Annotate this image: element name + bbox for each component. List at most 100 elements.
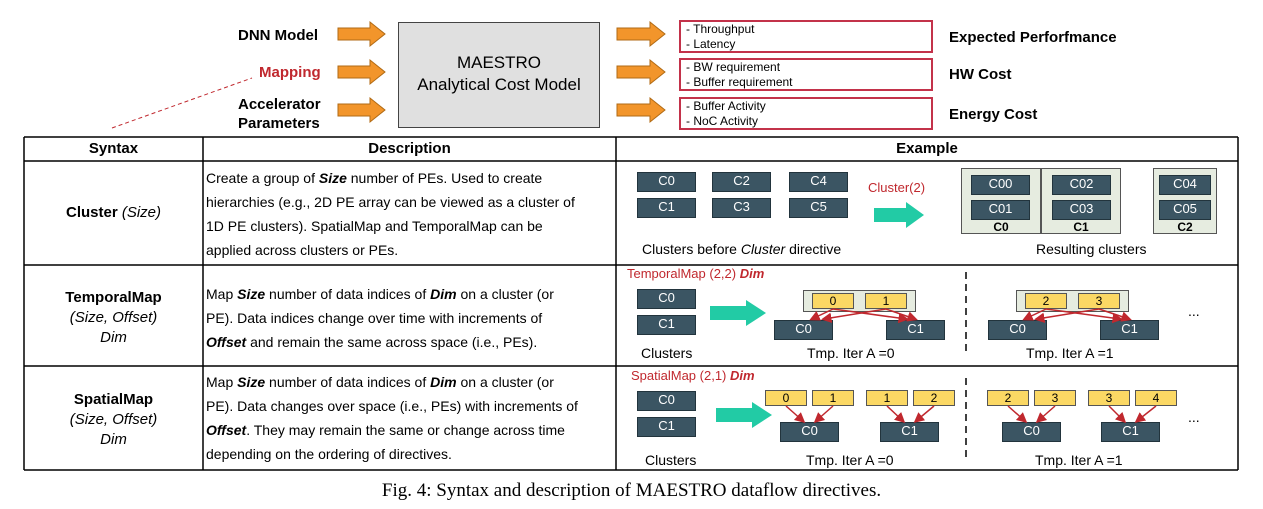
arrow-icon bbox=[616, 96, 666, 124]
desc-line: 1D PE clusters). SpatialMap and Temporal… bbox=[206, 218, 543, 234]
data-index-box: 3 bbox=[1078, 293, 1120, 309]
temporal-caption-iter1: Tmp. Iter A =1 bbox=[1026, 345, 1114, 361]
cluster-box: C4 bbox=[789, 172, 848, 192]
syntax-dim: Dim bbox=[100, 431, 127, 448]
syntax-args: (Size, Offset) bbox=[69, 411, 158, 428]
teal-arrow-icon bbox=[716, 402, 772, 428]
desc-line: Offset. They may remain the same or chan… bbox=[206, 422, 565, 438]
cluster-box: C05 bbox=[1159, 200, 1211, 220]
output-line: - Buffer requirement bbox=[686, 75, 793, 89]
input-parameters: Parameters bbox=[238, 115, 320, 132]
output-line: - Buffer Activity bbox=[686, 99, 766, 113]
cluster-box: C1 bbox=[637, 198, 696, 218]
output-box-performance: - Throughput - Latency bbox=[679, 20, 933, 53]
cluster-box: C1 bbox=[1101, 422, 1160, 442]
syntax-name: TemporalMap bbox=[65, 289, 162, 306]
data-index-box: 3 bbox=[1088, 390, 1130, 406]
data-index-box: 1 bbox=[865, 293, 907, 309]
label-energy-cost: Energy Cost bbox=[949, 106, 1038, 123]
result-group-label: C2 bbox=[1177, 220, 1193, 234]
syntax-args: (Size, Offset) bbox=[69, 309, 158, 326]
output-line: - NoC Activity bbox=[686, 114, 759, 128]
cluster-box: C2 bbox=[712, 172, 771, 192]
syntax-name: Cluster bbox=[65, 204, 118, 221]
desc-line: Map Size number of data indices of Dim o… bbox=[206, 286, 554, 302]
arrow-icon bbox=[337, 96, 386, 124]
desc-line: PE). Data indices change over time with … bbox=[206, 310, 543, 326]
spatial-caption-iter0: Tmp. Iter A =0 bbox=[806, 452, 894, 468]
temporal-caption-iter0: Tmp. Iter A =0 bbox=[807, 345, 895, 361]
output-line: - BW requirement bbox=[686, 60, 781, 74]
ellipsis: ... bbox=[1188, 303, 1200, 319]
header-example: Example bbox=[896, 140, 958, 157]
desc-line: depending on the ordering of directives. bbox=[206, 446, 452, 462]
desc-cluster: Create a group of Size number of PEs. Us… bbox=[206, 166, 614, 262]
ellipsis: ... bbox=[1188, 409, 1200, 425]
data-index-box: 0 bbox=[765, 390, 807, 406]
cluster-box: C00 bbox=[971, 175, 1030, 195]
input-mapping: Mapping bbox=[259, 64, 321, 81]
cluster-box: C0 bbox=[637, 289, 696, 309]
desc-temporalmap: Map Size number of data indices of Dim o… bbox=[206, 282, 614, 354]
cluster-box: C02 bbox=[1052, 175, 1111, 195]
cluster-box: C0 bbox=[988, 320, 1047, 340]
arrow-icon bbox=[337, 58, 386, 86]
model-title: MAESTRO bbox=[456, 53, 542, 72]
desc-line: PE). Data changes over space (i.e., PEs)… bbox=[206, 398, 578, 414]
cluster-box: C1 bbox=[886, 320, 945, 340]
temporal-caption-clusters: Clusters bbox=[641, 345, 693, 361]
cluster-box: C0 bbox=[637, 172, 696, 192]
cluster-box: C0 bbox=[774, 320, 833, 340]
cluster-box: C0 bbox=[780, 422, 839, 442]
syntax-dim: Dim bbox=[100, 329, 127, 346]
input-accelerator: Accelerator bbox=[238, 96, 321, 113]
cluster-directive-label: Cluster(2) bbox=[868, 180, 926, 195]
cluster-box: C3 bbox=[712, 198, 771, 218]
desc-line: hierarchies (e.g., 2D PE array can be vi… bbox=[206, 194, 575, 210]
cluster-caption-before: Clusters before Cluster directive bbox=[642, 241, 842, 257]
arrow-icon bbox=[337, 20, 386, 48]
data-index-box: 2 bbox=[987, 390, 1029, 406]
model-subtitle: Analytical Cost Model bbox=[417, 75, 581, 94]
output-box-hw-cost: - BW requirement - Buffer requirement bbox=[679, 58, 933, 91]
syntax-args: (Size) bbox=[121, 204, 162, 221]
mapping-dashed-line bbox=[111, 77, 253, 129]
cluster-box: C1 bbox=[637, 315, 696, 335]
cluster-box: C1 bbox=[637, 417, 696, 437]
header-syntax: Syntax bbox=[88, 140, 139, 157]
spatial-caption-iter1: Tmp. Iter A =1 bbox=[1035, 452, 1123, 468]
spatial-directive-label: SpatialMap (2,1) Dim bbox=[631, 368, 755, 383]
desc-line: Create a group of Size number of PEs. Us… bbox=[206, 170, 543, 186]
output-line: - Throughput bbox=[686, 22, 755, 36]
syntax-cluster: Cluster (Size) bbox=[24, 203, 203, 223]
data-index-box: 1 bbox=[812, 390, 854, 406]
label-hw-cost: HW Cost bbox=[949, 66, 1012, 83]
result-group-label: C1 bbox=[1073, 220, 1089, 234]
input-dnn-model: DNN Model bbox=[238, 27, 318, 44]
temporal-directive-label: TemporalMap (2,2) Dim bbox=[627, 266, 765, 281]
data-index-box: 3 bbox=[1034, 390, 1076, 406]
figure-caption: Fig. 4: Syntax and description of MAESTR… bbox=[381, 480, 882, 501]
data-index-box: 0 bbox=[812, 293, 854, 309]
maestro-model-box: MAESTRO Analytical Cost Model bbox=[398, 22, 600, 128]
output-line: - Latency bbox=[686, 37, 736, 51]
data-index-box: 4 bbox=[1135, 390, 1177, 406]
label-expected-performance: Expected Perforfmance bbox=[949, 29, 1117, 46]
header-description: Description bbox=[368, 140, 451, 157]
arrow-icon bbox=[616, 20, 666, 48]
desc-spatialmap: Map Size number of data indices of Dim o… bbox=[206, 370, 614, 466]
result-group-label: C0 bbox=[993, 220, 1009, 234]
desc-line: applied across clusters or PEs. bbox=[206, 242, 399, 258]
syntax-temporalmap: TemporalMap (Size, Offset) Dim bbox=[24, 288, 203, 348]
cluster-box: C0 bbox=[637, 391, 696, 411]
cluster-box: C03 bbox=[1052, 200, 1111, 220]
desc-line: Offset and remain the same across space … bbox=[206, 334, 538, 350]
teal-arrow-icon bbox=[710, 300, 766, 326]
cluster-box: C01 bbox=[971, 200, 1030, 220]
arrow-icon bbox=[616, 58, 666, 86]
desc-line: Map Size number of data indices of Dim o… bbox=[206, 374, 554, 390]
cluster-box: C0 bbox=[1002, 422, 1061, 442]
teal-arrow-icon bbox=[874, 202, 924, 228]
